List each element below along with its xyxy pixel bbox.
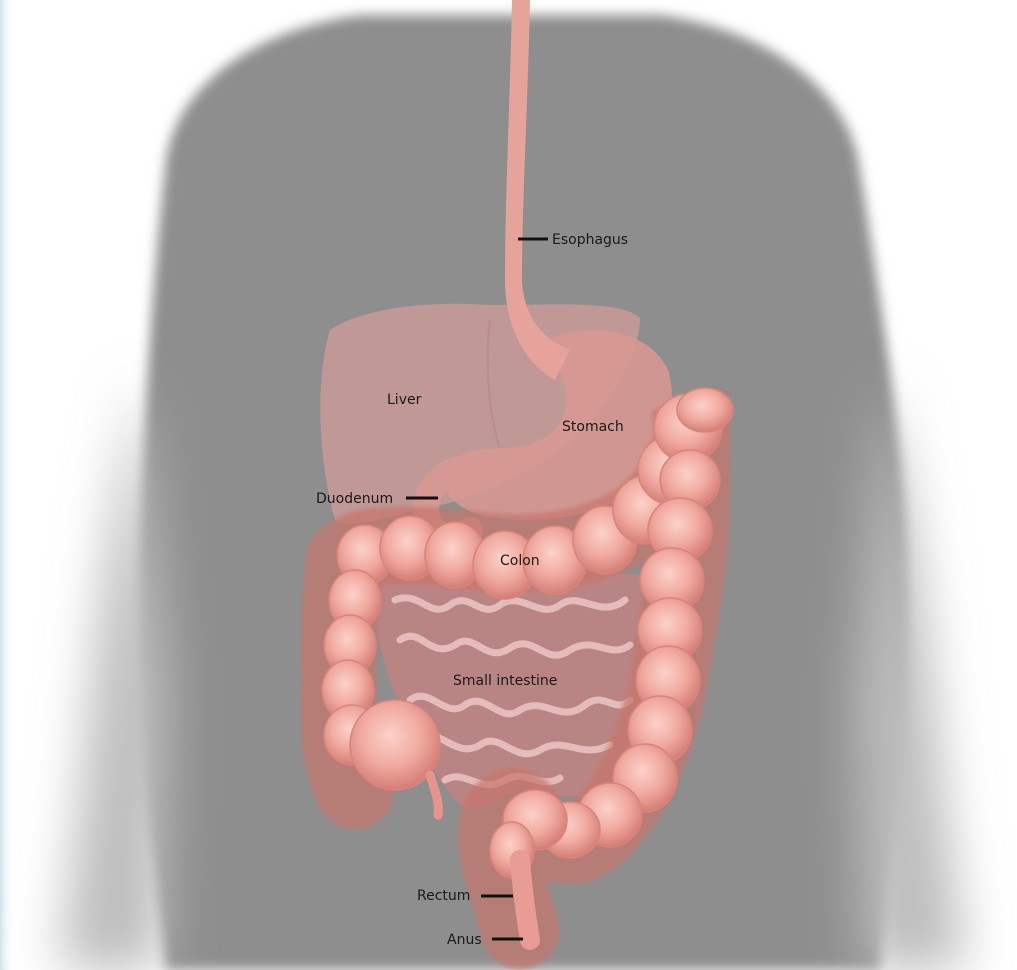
colon-label: Colon (500, 553, 540, 569)
label-liver: Liver (387, 392, 422, 408)
duodenum-label: Duodenum (316, 491, 393, 507)
rectum-label: Rectum (417, 888, 470, 904)
stomach-label: Stomach (562, 419, 624, 435)
anus-label: Anus (447, 932, 482, 948)
label-small-intestine: Small intestine (453, 673, 557, 689)
small-intestine-label: Small intestine (453, 673, 557, 689)
liver-label: Liver (387, 392, 422, 408)
label-colon: Colon (500, 553, 540, 569)
label-stomach: Stomach (562, 419, 624, 435)
left-edge-tint (0, 0, 14, 970)
esophagus-label: Esophagus (552, 232, 628, 248)
